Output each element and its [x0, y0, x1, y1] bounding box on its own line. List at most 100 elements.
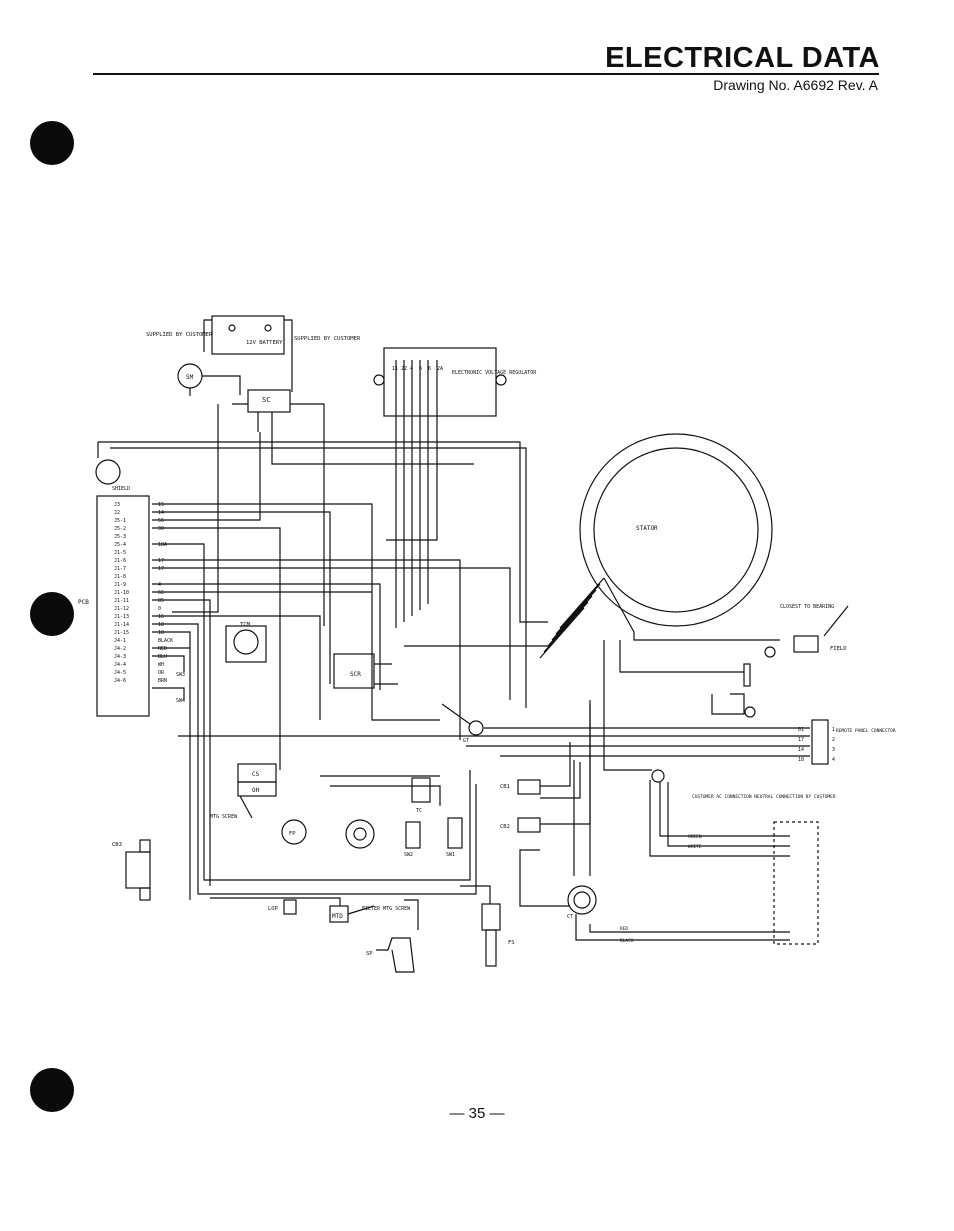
remote-pin-number: 3	[832, 747, 835, 753]
customer-ac-label: CUSTOMER AC CONNECTION NEUTRAL CONNECTIO…	[692, 794, 836, 800]
tcm-module	[225, 625, 267, 663]
cb1-label: CB1	[500, 784, 510, 790]
pcb-pin-label: J1-5	[114, 550, 126, 556]
pcb-wire-label: BLU	[158, 654, 167, 660]
field-brushes	[793, 635, 819, 653]
pcb-wire-label: 66	[158, 590, 164, 596]
cb2-label: CB2	[500, 824, 510, 830]
sm-label: SM	[186, 374, 194, 381]
pcb-pin-label: J4-3	[114, 654, 126, 660]
sc-label: SC	[262, 396, 270, 404]
fuel-pump	[281, 819, 307, 845]
voltage-regulator	[383, 347, 497, 417]
binder-hole-bottom	[30, 1068, 74, 1112]
sw3-label: SW3	[176, 672, 185, 678]
pcb-wire-label: 15	[158, 502, 164, 508]
mtg-screw-label: MTG SCREW	[210, 814, 238, 820]
tc-label: TC	[416, 808, 422, 814]
shield-label: SHIELD	[112, 486, 130, 492]
regulator-terminal-label: 6	[428, 366, 431, 372]
stator-label: STATOR	[636, 525, 658, 532]
field-label: FIELD	[830, 646, 847, 652]
pcb-pin-label: J1-12	[114, 606, 129, 612]
remote-panel-connector	[811, 719, 829, 765]
pcb-wire-label: BRN	[158, 678, 167, 684]
remote-pin-number: 1	[832, 727, 835, 733]
pcb-pin-label: J4-2	[114, 646, 126, 652]
scr-label: SCR	[350, 671, 361, 678]
pcb-wire-label: 85	[158, 598, 164, 604]
customer-connection	[773, 821, 819, 945]
regulator-terminal-label: 22	[401, 366, 407, 372]
drawing-number: Drawing No. A6692 Rev. A	[713, 77, 878, 93]
green-label: GREEN	[688, 834, 702, 840]
remote-wire-label: 17	[798, 737, 804, 743]
page-title: ELECTRICAL DATA	[605, 42, 880, 74]
pcb-pin-label: J3	[114, 502, 120, 508]
pcb-pin-label: J5-1	[114, 518, 126, 524]
scr-module	[333, 653, 375, 689]
pcb-pin-label: J1-7	[114, 566, 126, 572]
page-number: — 35 —	[449, 1105, 505, 1122]
pcb-wire-label: 0	[158, 606, 161, 612]
pcb-pin-label: J4-4	[114, 662, 126, 668]
tcm-label: TCM	[240, 622, 251, 628]
pcb-wire-label: 16	[158, 614, 164, 620]
fuel-solenoid	[481, 903, 501, 931]
pcb-wire-label: 17	[158, 558, 164, 564]
fs-label: FS	[508, 940, 515, 946]
pcb-wire-label: BLACK	[158, 638, 173, 644]
pcb-pin-label: J1-10	[114, 590, 129, 596]
pcb-pin-label: J4-6	[114, 678, 126, 684]
cb3-label: CB3	[112, 842, 122, 848]
pcb-wire-label: 18	[158, 630, 164, 636]
pcb-pin-label: J4-5	[114, 670, 126, 676]
pcb-wire-label: 14	[158, 510, 164, 516]
pcb-pin-label: J1-11	[114, 598, 129, 604]
regulator-terminal-label: 6	[419, 366, 422, 372]
binder-hole-top	[30, 121, 74, 165]
remote-wire-label: 01	[798, 727, 804, 733]
pcb-wire-label: 90	[158, 526, 164, 532]
pcb-pin-label: J4-1	[114, 638, 126, 644]
pcb-pin-label: J1-14	[114, 622, 129, 628]
regulator-terminal-label: 4	[410, 366, 413, 372]
sp-label: SP	[366, 951, 373, 957]
regulator-terminal-label: 11	[392, 366, 398, 372]
regulator-terminal-label: 2A	[437, 366, 443, 372]
closest-label: CLOSEST TO BEARING	[780, 604, 834, 610]
lop-label: LOP	[268, 906, 279, 912]
cs-label: CS	[252, 771, 260, 778]
gt-label: GT	[463, 738, 469, 744]
pcb-wire-label: WH	[158, 662, 164, 668]
pcb-pin-label: J1-13	[114, 614, 129, 620]
fp-label: FP	[289, 831, 296, 837]
pcb-pin-label: J5-4	[114, 542, 126, 548]
starter-contactor	[247, 389, 291, 413]
remote-panel-label: REMOTE PANEL CONNECTOR	[836, 728, 896, 734]
current-transformer	[567, 885, 597, 915]
pcb-pin-label: J2	[114, 510, 120, 516]
supplied-right-label: SUPPLIED BY CUSTOMER	[294, 336, 361, 342]
ground-terminal	[468, 720, 484, 736]
stator-ring	[579, 433, 773, 627]
pcb-wire-label: OR	[158, 670, 165, 676]
cb3-breaker	[125, 851, 151, 889]
regulator-label: ELECTRONIC VOLTAGE REGULATOR	[452, 370, 537, 376]
remote-pin-number: 2	[832, 737, 835, 743]
remote-pin-number: 4	[832, 757, 835, 763]
pcb-wire-label: 17	[158, 566, 164, 572]
title-rule	[93, 73, 879, 75]
pcb-pin-label: J1-15	[114, 630, 129, 636]
binder-hole-middle	[30, 592, 74, 636]
pcb-wire-label: 18A	[158, 542, 167, 548]
remote-wire-label: 14	[798, 747, 804, 753]
battery-label: 12V BATTERY	[246, 340, 283, 346]
pcb-pin-label: J1-8	[114, 574, 126, 580]
red-label: RED	[620, 926, 628, 932]
